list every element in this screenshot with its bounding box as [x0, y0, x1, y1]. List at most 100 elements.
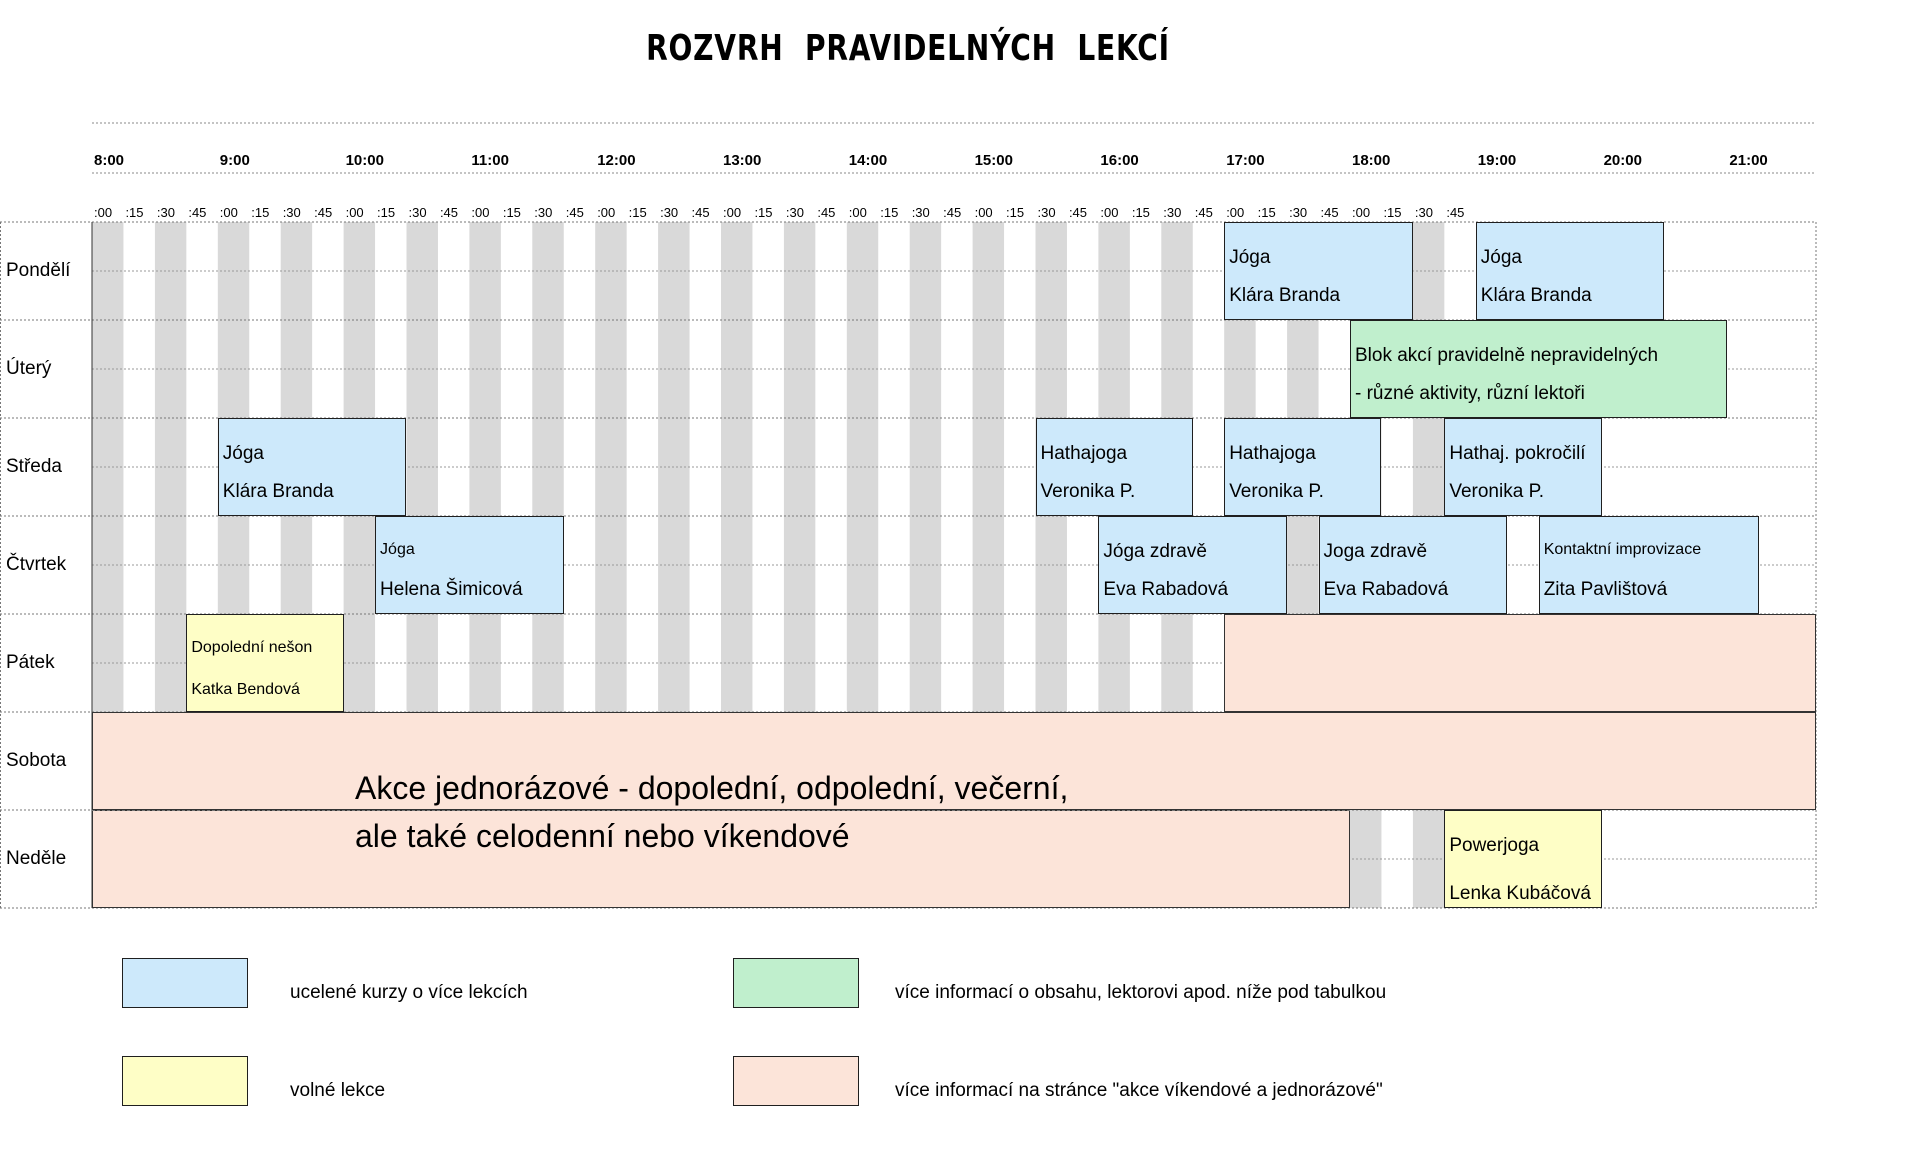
- hour-label: 13:00: [723, 152, 762, 169]
- quarter-label: :00: [1226, 205, 1245, 220]
- quarter-label: :30: [282, 205, 301, 220]
- legend-label-green: více informací o obsahu, lektorovi apod.…: [895, 982, 1387, 1003]
- lesson-instructor: Klára Branda: [1480, 285, 1592, 306]
- hour-label: 11:00: [471, 152, 509, 169]
- lesson-title: Joga zdravě: [1323, 541, 1428, 562]
- sobota-oneoff-area: [92, 712, 1816, 810]
- quarter-label: :00: [974, 205, 993, 220]
- quarter-label: :45: [1320, 205, 1339, 220]
- lesson-instructor: Lenka Kubáčová: [1449, 883, 1591, 904]
- quarter-label: :15: [1383, 205, 1402, 220]
- lesson-instructor: Klára Branda: [222, 481, 334, 502]
- quarter-label: :00: [345, 205, 364, 220]
- quarter-label: :45: [439, 205, 459, 220]
- quarter-label: :00: [471, 205, 490, 220]
- quarter-label: :45: [691, 205, 710, 220]
- quarter-label: :45: [1068, 205, 1088, 220]
- lesson-title: Jóga: [222, 443, 264, 464]
- legend-label-blue: ucelené kurzy o více lekcích: [290, 982, 528, 1003]
- quarter-label: :30: [1163, 205, 1182, 220]
- lesson-instructor: Klára Branda: [1229, 285, 1341, 306]
- quarter-label: :45: [565, 205, 584, 220]
- quarter-label: :30: [660, 205, 679, 220]
- lesson-instructor: - různé aktivity, různí lektoři: [1355, 383, 1585, 404]
- quarter-label: :30: [408, 205, 427, 220]
- day-label: Úterý: [6, 358, 52, 379]
- lesson-title: Hathaj. pokročilí: [1449, 443, 1586, 464]
- quarter-label: :15: [1006, 205, 1025, 220]
- page-title: ROZVRH PRAVIDELNÝCH LEKCÍ: [646, 28, 1170, 69]
- hour-label: 16:00: [1100, 152, 1139, 169]
- lesson-title: Blok akcí pravidelně nepravidelných: [1355, 345, 1659, 366]
- quarter-label: :00: [723, 205, 742, 220]
- quarter-label: :45: [943, 205, 962, 220]
- hour-label: 8:00: [94, 152, 125, 169]
- patek-oneoff-area: [1224, 614, 1816, 712]
- lesson-instructor: Veronika P.: [1449, 481, 1545, 502]
- lesson-title: Powerjoga: [1449, 835, 1540, 856]
- quarter-label: :00: [94, 205, 113, 220]
- quarter-label: :00: [1352, 205, 1371, 220]
- lesson-title: Jóga: [380, 541, 415, 558]
- quarter-label: :30: [1414, 205, 1433, 220]
- quarter-label: :00: [219, 205, 238, 220]
- hour-label: 20:00: [1603, 152, 1642, 169]
- legend-swatch-peach: [733, 1056, 859, 1106]
- lesson-title: Jóga zdravě: [1103, 541, 1207, 562]
- quarter-label: :00: [848, 205, 867, 220]
- lesson-instructor: Eva Rabadová: [1323, 579, 1449, 600]
- legend-swatch-blue: [122, 958, 248, 1008]
- lesson-title: Dopolední nešon: [191, 639, 313, 656]
- oneoff-text-line-2: ale také celodenní nebo víkendové: [355, 818, 850, 854]
- quarter-label: :15: [1131, 205, 1150, 220]
- lesson-instructor: Veronika P.: [1040, 481, 1136, 502]
- quarter-label: :45: [1446, 205, 1465, 220]
- lesson-instructor: Veronika P.: [1229, 481, 1324, 502]
- day-label: Středa: [6, 456, 62, 477]
- legend-swatch-green: [733, 958, 859, 1008]
- hour-label: 9:00: [219, 152, 250, 169]
- hour-label: 10:00: [345, 152, 384, 169]
- quarter-label: :15: [880, 205, 899, 220]
- lesson-title: Jóga: [1229, 247, 1271, 268]
- legend-label-peach: více informací na stránce "akce víkendov…: [895, 1080, 1383, 1101]
- hour-label: 12:00: [597, 152, 636, 169]
- lesson-instructor: Katka Bendová: [191, 681, 300, 698]
- quarter-label: :45: [1194, 205, 1213, 220]
- lesson-instructor: Helena Šimicová: [380, 579, 523, 600]
- lesson-title: Kontaktní improvizace: [1543, 541, 1702, 558]
- lesson-title: Hathajoga: [1040, 443, 1128, 464]
- day-label: Čtvrtek: [6, 554, 67, 575]
- quarter-label: :15: [1257, 205, 1276, 220]
- lesson-instructor: Zita Pavlištová: [1543, 579, 1668, 600]
- hour-label: 17:00: [1226, 152, 1265, 169]
- quarter-label: :30: [534, 205, 553, 220]
- day-label: Sobota: [6, 750, 67, 771]
- quarter-label: :15: [502, 205, 521, 220]
- quarter-label: :15: [628, 205, 647, 220]
- quarter-label: :00: [1100, 205, 1119, 220]
- quarter-label: :45: [188, 205, 207, 220]
- quarter-label: :15: [377, 205, 396, 220]
- quarter-label: :30: [156, 205, 175, 220]
- lesson-utery-blok[interactable]: Blok akcí pravidelně nepravidelných - rů…: [1350, 320, 1728, 418]
- weekend-separator: [92, 810, 1350, 811]
- quarter-label: :15: [754, 205, 773, 220]
- hour-label: 18:00: [1352, 152, 1391, 169]
- quarter-label: :15: [125, 205, 144, 220]
- quarter-label: :45: [314, 205, 333, 220]
- quarter-label: :45: [817, 205, 836, 220]
- hour-label: 21:00: [1729, 152, 1768, 169]
